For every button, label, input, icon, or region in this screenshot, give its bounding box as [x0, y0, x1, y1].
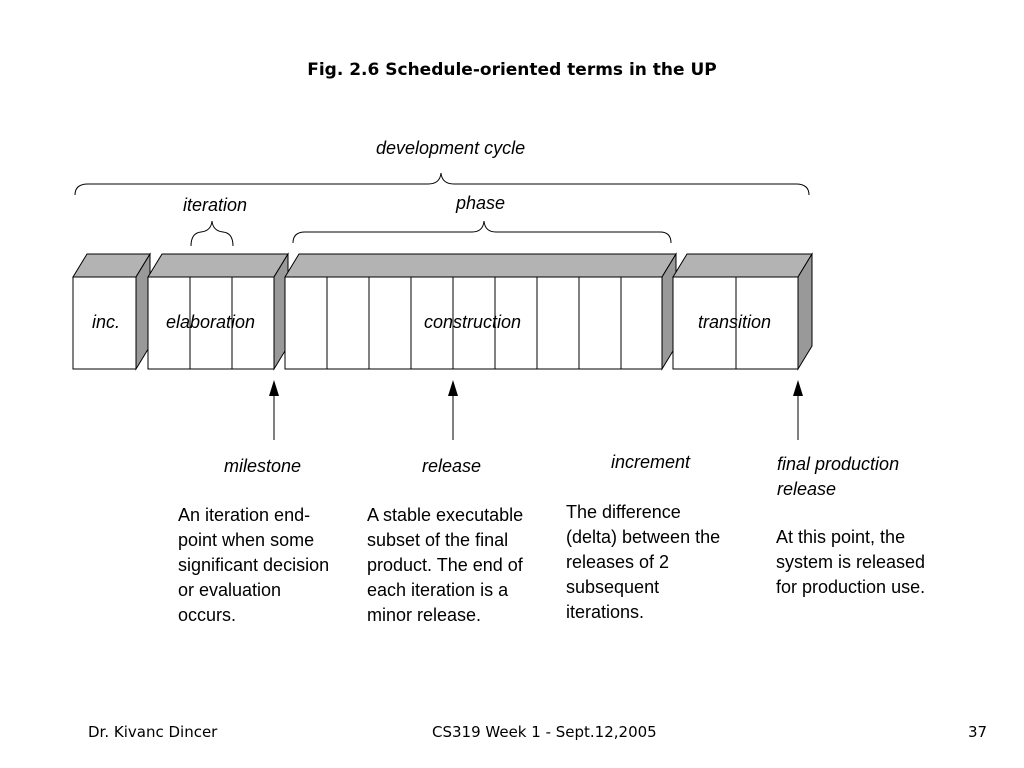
footer-course: CS319 Week 1 - Sept.12,2005 — [432, 723, 657, 741]
phase-label-construction: construction — [424, 312, 522, 332]
term-release: release — [422, 456, 482, 476]
footer-author: Dr. Kivanc Dincer — [88, 723, 218, 741]
development-cycle-label: development cycle — [376, 138, 526, 158]
iteration-brace — [190, 220, 234, 247]
iteration-label: iteration — [183, 195, 248, 215]
increment-description: The difference (delta) between the relea… — [566, 502, 721, 622]
development-cycle-brace — [74, 172, 810, 196]
term-milestone: milestone — [224, 456, 302, 476]
transition-block — [672, 252, 813, 371]
phase-brace — [292, 220, 672, 244]
inception-block — [72, 252, 151, 371]
construction-block — [284, 252, 677, 371]
milestone-description: An iteration end-point when some signifi… — [178, 505, 330, 625]
phase-label-inception: inc. — [92, 312, 121, 332]
term-final-production-release: final production release — [777, 454, 900, 499]
phase-label-transition: transition — [698, 312, 772, 332]
final-release-description: At this point, the system is released fo… — [776, 527, 926, 597]
phase-label-elaboration: elaboration — [166, 312, 256, 332]
term-increment: increment — [611, 452, 691, 472]
release-description: A stable executable subset of the final … — [367, 505, 524, 625]
milestone-arrow — [269, 380, 279, 440]
footer-page-number: 37 — [968, 723, 988, 741]
release-arrow — [448, 380, 458, 440]
final-release-arrow — [793, 380, 803, 440]
phase-label: phase — [456, 193, 506, 213]
figure-title: Fig. 2.6 Schedule-oriented terms in the … — [307, 60, 717, 80]
